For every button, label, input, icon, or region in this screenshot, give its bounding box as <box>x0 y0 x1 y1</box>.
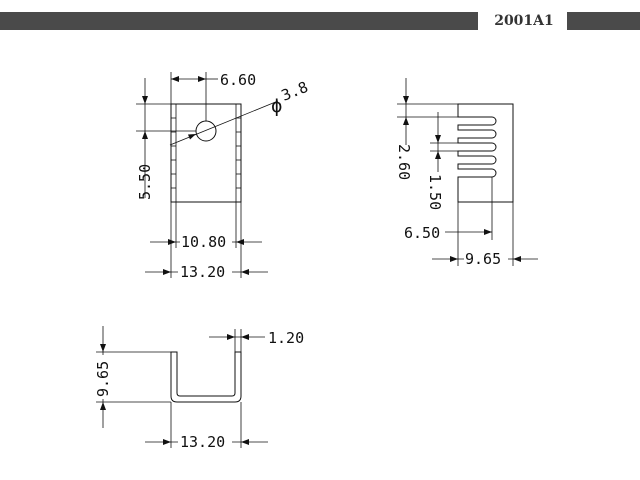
dim-height-label: 9.65 <box>94 361 112 397</box>
side-view: 2.60 1.50 6.50 9.65 <box>395 78 538 268</box>
part-number: 2001A1 <box>494 13 554 29</box>
header-bar-left <box>0 12 478 30</box>
dim-slot-depth: 6.50 <box>404 177 493 242</box>
dim-slot-pitch: 2.60 <box>395 78 458 180</box>
dim-inner-width-label: 10.80 <box>181 233 226 251</box>
dim-top-width: 6.60 <box>170 71 256 121</box>
dim-overall-depth: 9.65 <box>432 202 538 268</box>
dim-width-label: 13.20 <box>180 433 225 451</box>
dim-slot-pitch-label: 2.60 <box>395 144 413 180</box>
front-view: 6.60 ϕ 3.8 5.50 10.80 <box>136 71 311 281</box>
header-bar-right <box>567 12 640 30</box>
dim-height: 9.65 <box>94 326 171 428</box>
bottom-view: 1.20 9.65 13.20 <box>94 326 304 451</box>
dim-inner-width: 10.80 <box>150 202 262 251</box>
side-view-outline <box>457 103 514 203</box>
dim-slot-width: 1.50 <box>426 112 458 210</box>
dim-slot-width-label: 1.50 <box>426 174 444 210</box>
dim-hole-diameter-label: 3.8 <box>279 78 311 105</box>
dim-thickness: 1.20 <box>209 329 304 352</box>
dim-overall-width-label: 13.20 <box>180 263 225 281</box>
dim-slot-depth-label: 6.50 <box>404 224 440 242</box>
diameter-symbol: ϕ <box>271 95 282 117</box>
front-view-fins <box>171 104 241 202</box>
dim-left-height: 5.50 <box>136 78 196 200</box>
dim-overall-depth-label: 9.65 <box>465 250 501 268</box>
dim-top-width-label: 6.60 <box>220 71 256 89</box>
mounting-hole <box>195 120 217 142</box>
dim-thickness-label: 1.20 <box>268 329 304 347</box>
dim-overall-width: 13.20 <box>145 202 268 281</box>
dim-width: 13.20 <box>145 402 268 451</box>
dim-left-height-label: 5.50 <box>136 164 154 200</box>
u-channel-outline <box>170 351 242 403</box>
